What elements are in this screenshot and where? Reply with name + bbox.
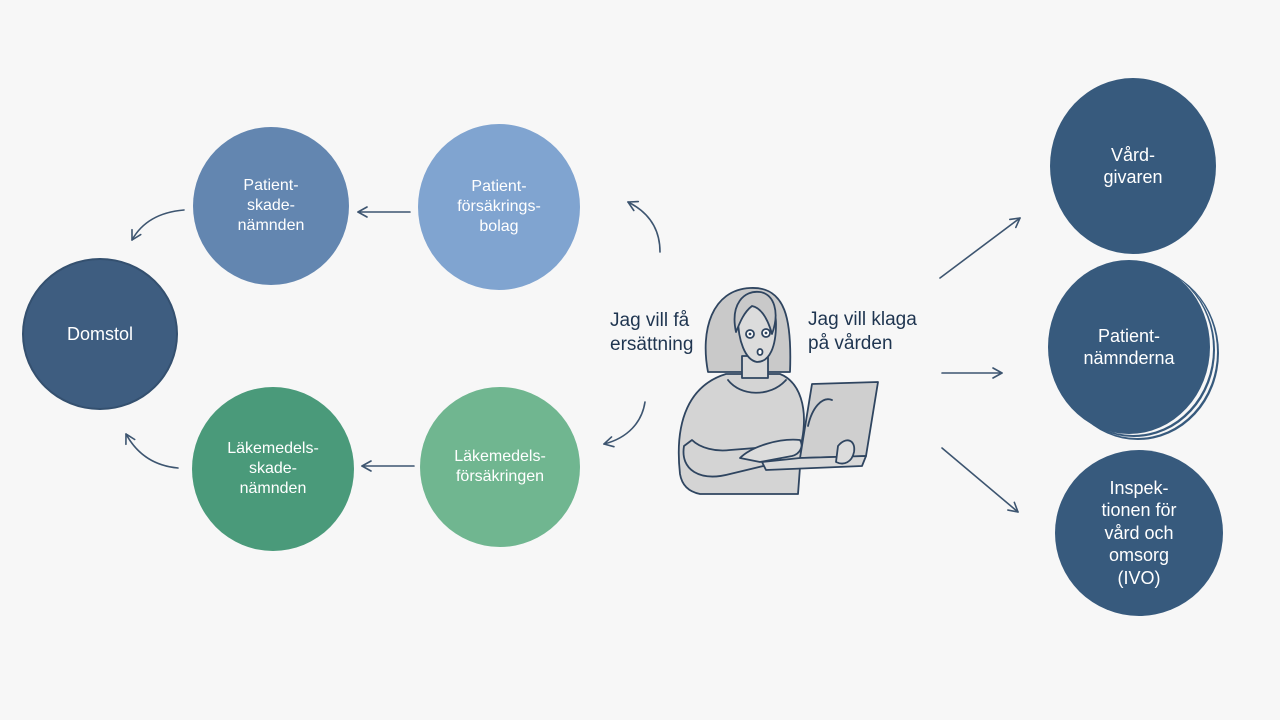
node-ivo-label: Inspek- tionen för vård och omsorg (IVO) <box>1101 477 1177 588</box>
node-ivo: Inspek- tionen för vård och omsorg (IVO) <box>1055 450 1223 616</box>
arrow-to-ivo <box>941 447 1019 513</box>
woman-with-laptop-illustration <box>677 287 879 495</box>
node-patientnamnderna: Patient- nämnderna <box>1048 260 1210 434</box>
node-vardgivaren-label: Vård- givaren <box>1103 144 1163 188</box>
node-vardgivaren: Vård- givaren <box>1050 78 1216 254</box>
node-domstol: Domstol <box>22 258 178 410</box>
arrow-to-patientforsakringsbolag <box>627 200 661 253</box>
arrow-to-domstol-bottom <box>125 433 179 469</box>
node-domstol-label: Domstol <box>66 323 133 344</box>
node-lakemedelsskadenamnden: Läkemedels- skade- nämnden <box>192 387 354 551</box>
label-complaint: Jag vill klaga på vården <box>808 309 917 354</box>
node-patientskadenamnden-label: Patient- skade- nämnden <box>237 177 305 234</box>
node-patientforsakringsbolag: Patient- försäkrings- bolag <box>418 124 580 290</box>
node-lakemedelsskadenamnden-label: Läkemedels- skade- nämnden <box>227 440 319 497</box>
node-patientforsakringsbolag-label: Patient- försäkrings- bolag <box>457 178 541 235</box>
arrow-to-domstol-top <box>131 209 185 241</box>
node-lakemedelsforsakringen: Läkemedels- försäkringen <box>420 387 580 547</box>
node-lakemedelsforsakringen-label: Läkemedels- försäkringen <box>454 448 546 485</box>
arrow-to-lakemedelsforsakringen <box>603 401 646 448</box>
arrow-to-vardgivaren <box>939 217 1021 279</box>
node-patientnamnderna-label: Patient- nämnderna <box>1083 325 1175 369</box>
label-compensation: Jag vill få ersättning <box>610 310 694 355</box>
node-patientskadenamnden: Patient- skade- nämnden <box>193 127 349 285</box>
